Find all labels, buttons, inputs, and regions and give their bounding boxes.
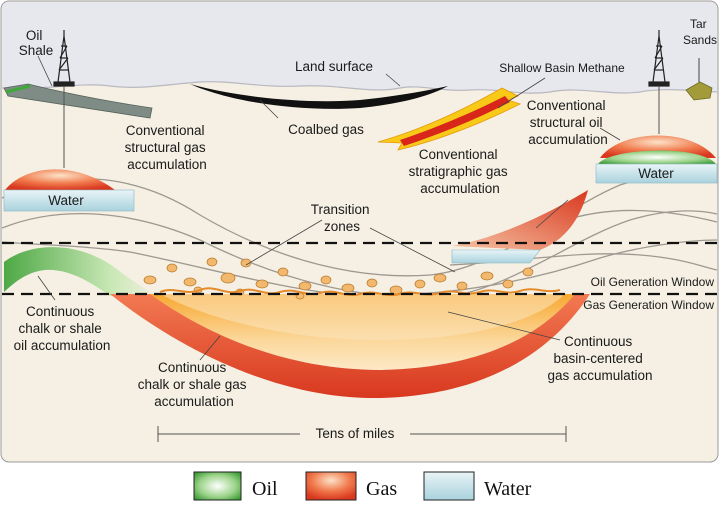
water-left-band [3,189,135,212]
shallow-basin-methane-label: Shallow Basin Methane [499,61,625,75]
land-surface-label: Land surface [295,59,373,74]
coalbed-gas-label: Coalbed gas [288,122,364,137]
oil-shale-band [3,83,153,119]
conv-struct-gas-label: Conventional structural gas accumulation [125,123,210,172]
sky [2,2,717,94]
coalbed-lens [190,84,448,109]
scale-label: Tens of miles [316,426,395,441]
legend-label-oil: Oil [252,478,278,500]
legend-label-gas: Gas [366,478,397,500]
oil-generation-window-label: Oil Generation Window [591,275,715,289]
legend-swatch-water [423,471,475,501]
continuous-oil-band [4,247,158,296]
tar-sands-blob [685,81,713,101]
cont-basin-gas-label: Continuous basin-centered gas accumulati… [547,334,652,383]
legend: Oil Gas Water [193,471,532,501]
land-surface-line [1,81,718,94]
cont-chalk-oil-label: Continuous chalk or shale oil accumulati… [14,304,111,353]
scale-bar [157,426,567,442]
conv-struct-oil-label: Conventional structural oil accumulation [527,98,610,147]
water-left-label: Water [48,193,84,208]
strat-water [451,249,541,264]
conv-struct-gas-left [5,169,115,190]
leader-lines [37,55,621,361]
cont-chalk-gas-label: Continuous chalk or shale gas accumulati… [138,360,251,409]
conv-struct-oil-right [598,150,716,164]
tar-sands-label: Tar Sands [683,17,717,47]
shallow-methane-shape [377,87,522,151]
transition-zones-label: Transition zones [311,202,374,234]
gas-generation-window-label: Gas Generation Window [583,298,714,312]
conv-strat-gas-wedge [452,190,588,250]
transition-nodules [143,257,534,300]
legend-swatch-gas [305,471,357,501]
legend-label-water: Water [484,478,532,500]
oil-shale-label: Oil Shale [19,28,54,58]
conv-strat-gas-label: Conventional stratigraphic gas accumulat… [409,147,512,196]
legend-swatch-oil [193,471,242,501]
water-right-label: Water [638,166,674,181]
water-right-band [595,163,718,184]
